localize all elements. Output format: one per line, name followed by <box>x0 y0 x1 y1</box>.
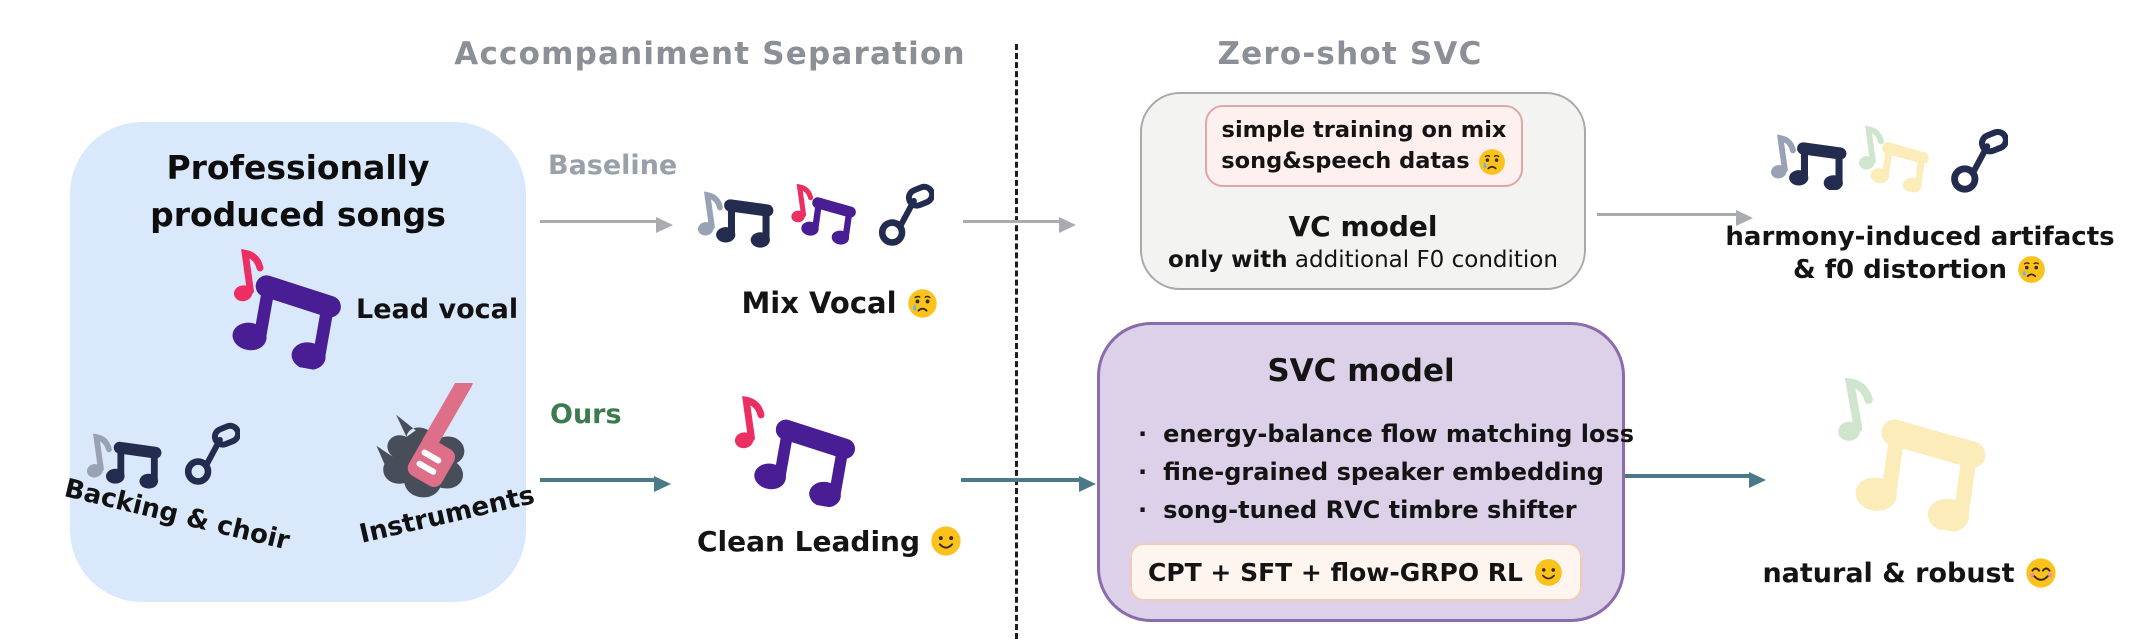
backing-choir-label: Backing & choir <box>61 473 293 557</box>
vc-result-line2-row: & f0 distortion <box>1720 254 2120 285</box>
svc-model-title: SVC model <box>1267 353 1455 389</box>
source-panel-title: Professionally produced songs <box>70 144 526 238</box>
svc-bullet-rvc-timbre-shifter: song-tuned RVC timbre shifter <box>1138 491 1634 529</box>
vc-to-result-arrow <box>1597 209 1753 226</box>
beamed-note-icon <box>1864 124 1934 194</box>
beamed-note-icon <box>795 179 861 246</box>
vc-result-caption: harmony-induced artifacts & f0 distortio… <box>1720 222 2120 285</box>
svc-to-result-arrow <box>1625 471 1766 488</box>
lead-vocal-label: Lead vocal <box>356 294 519 325</box>
mix-vocal-label: Mix Vocal <box>741 286 897 320</box>
vc-subtitle-rest: additional F0 condition <box>1287 247 1558 273</box>
svc-model-box: SVC model energy-balance flow matching l… <box>1097 322 1634 622</box>
slightly-smiling-emoji <box>929 524 963 558</box>
clean-to-svc-arrow <box>961 475 1096 492</box>
clean-leading-caption: Clean Leading <box>690 524 970 558</box>
beamed-note-icon <box>217 240 355 373</box>
baseline-label: Baseline <box>548 150 678 181</box>
beamed-note-icon <box>1841 379 1997 535</box>
section-title-accompaniment-separation: Accompaniment Separation <box>454 36 966 72</box>
beamed-note-icon <box>1784 126 1848 190</box>
mix-vocal-caption: Mix Vocal <box>700 286 980 320</box>
svc-model-bullet-list: energy-balance flow matching loss fine-g… <box>1138 415 1634 529</box>
ours-label: Ours <box>550 399 622 430</box>
vc-model-box: simple training on mix song&speech datas… <box>1140 92 1586 290</box>
vc-note-line1: simple training on mix <box>1221 117 1507 143</box>
ours-arrow <box>540 475 671 492</box>
hollow-note-icon <box>180 422 240 488</box>
svc-pipeline-label: CPT + SFT + flow-GRPO RL <box>1148 557 1523 587</box>
vc-note-line2-row: song&speech datas <box>1221 146 1506 177</box>
svc-training-pipeline-card: CPT + SFT + flow-GRPO RL <box>1130 543 1582 601</box>
beamed-note-icon <box>711 182 775 248</box>
svc-bullet-energy-balance: energy-balance flow matching loss <box>1138 415 1634 453</box>
source-panel-title-line2: produced songs <box>150 195 446 234</box>
svc-result-caption: natural & robust <box>1730 556 2090 590</box>
vc-training-note-card: simple training on mix song&speech datas <box>1205 105 1523 187</box>
vc-model-title: VC model <box>1288 210 1438 243</box>
hollow-note-icon <box>1946 128 2008 196</box>
section-title-zero-shot-svc: Zero-shot SVC <box>1217 36 1483 72</box>
source-songs-panel: Professionally produced songs Lead vocal… <box>61 122 537 602</box>
slightly-smiling-emoji <box>1533 557 1564 588</box>
vc-result-line2: & f0 distortion <box>1792 254 2007 285</box>
source-panel-title-line1: Professionally <box>166 148 430 187</box>
svc-result-label: natural & robust <box>1762 557 2015 589</box>
beamed-note-icon <box>743 388 866 511</box>
hollow-note-icon <box>874 183 934 249</box>
vc-result-line1: harmony-induced artifacts <box>1725 222 2115 252</box>
mix-to-vc-arrow <box>963 216 1076 233</box>
baseline-arrow <box>540 216 673 233</box>
vc-model-subtitle: only with additional F0 condition <box>1142 247 1584 273</box>
crying-face-emoji <box>1477 147 1507 177</box>
svc-bullet-speaker-embedding: fine-grained speaker embedding <box>1138 453 1634 491</box>
vc-subtitle-bold: only with <box>1168 247 1288 273</box>
crying-face-emoji <box>906 287 939 320</box>
vc-note-line2: song&speech datas <box>1221 148 1470 174</box>
smiling-blush-emoji <box>2024 556 2058 590</box>
beamed-note-icon <box>101 425 163 489</box>
crying-face-emoji <box>2016 254 2047 285</box>
clean-leading-label: Clean Leading <box>696 524 921 558</box>
section-divider-dashed-line <box>1015 44 1018 639</box>
